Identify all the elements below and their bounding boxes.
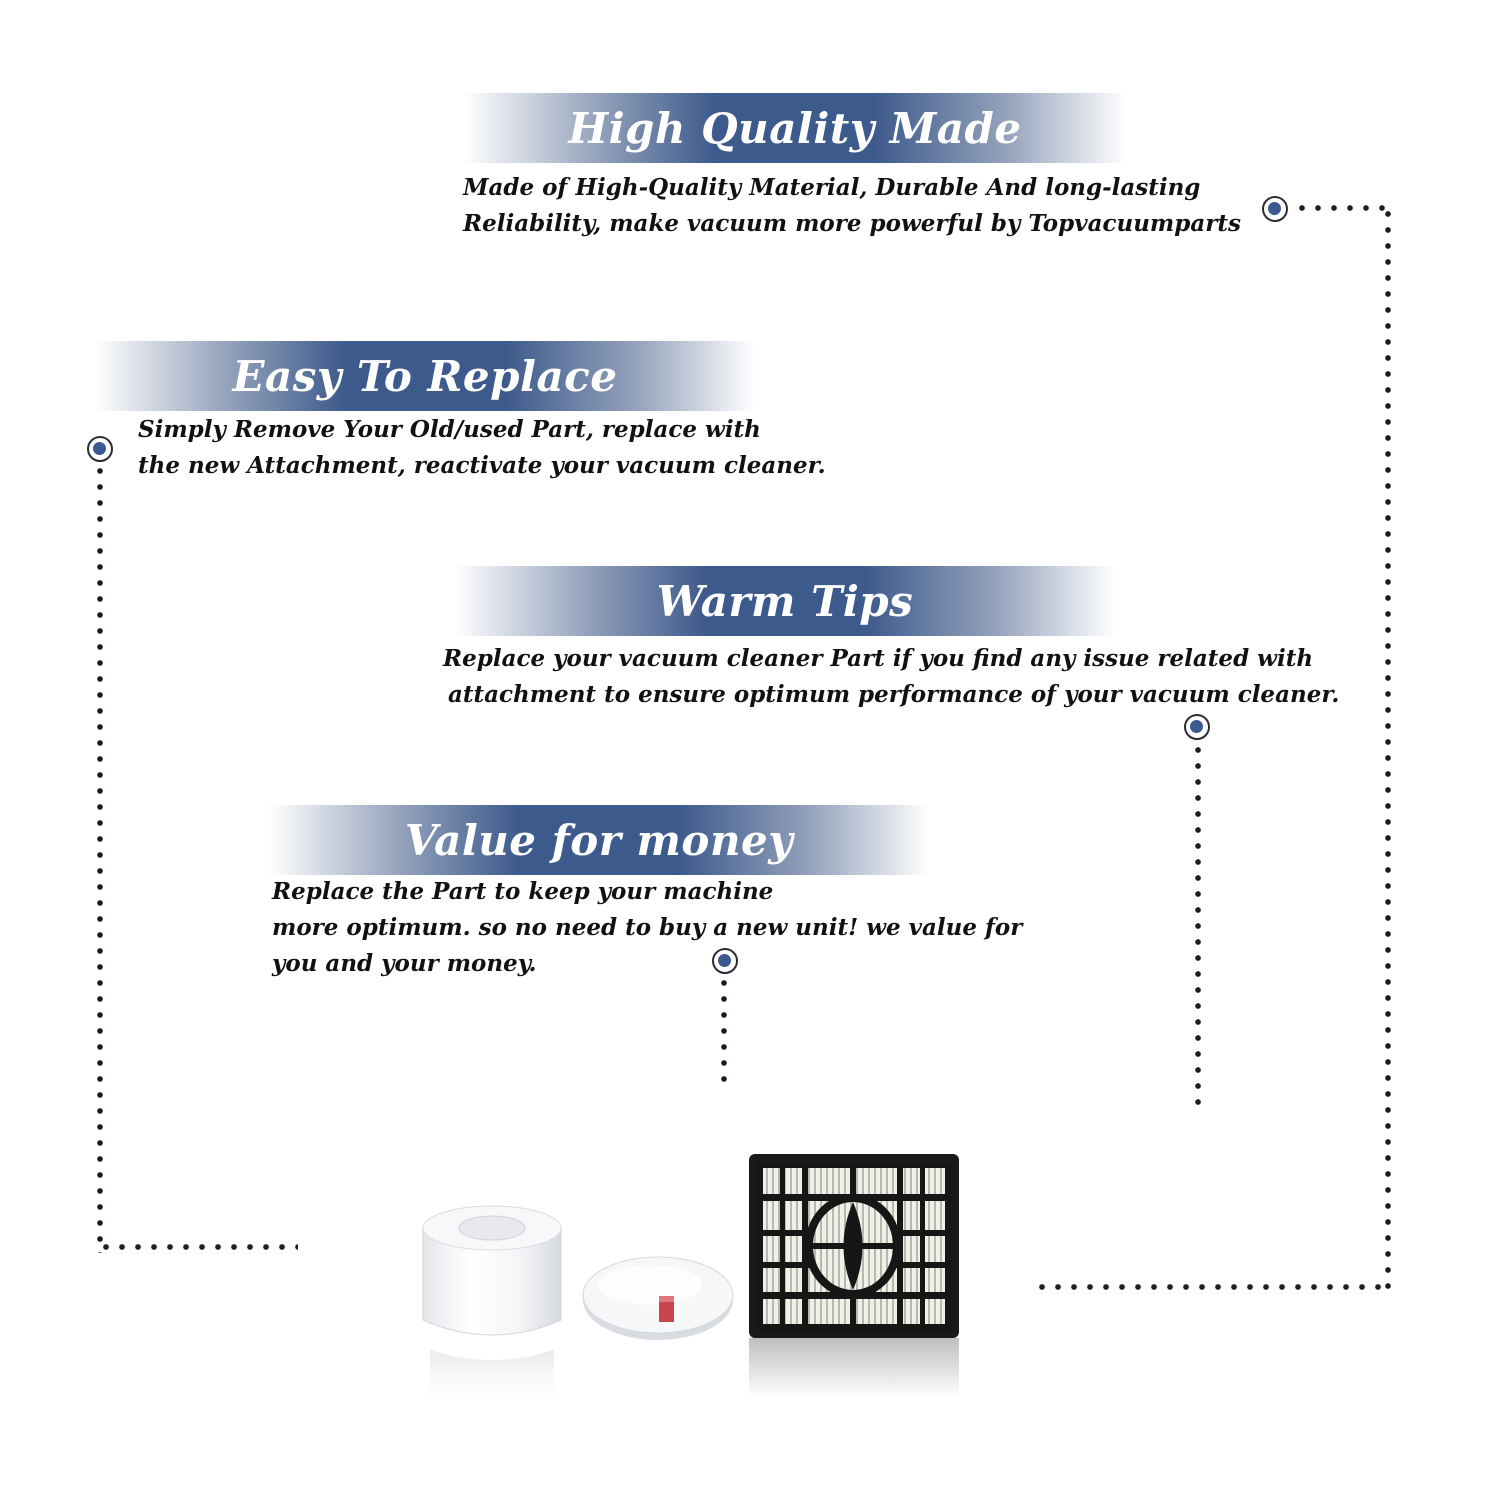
connector-line (98, 1244, 298, 1250)
desc-line: you and your money. (272, 950, 537, 977)
desc-line: Reliability, make vacuum more powerful b… (463, 210, 1241, 237)
foam-cylinder-filter-icon (422, 1205, 562, 1410)
felt-disc-filter-icon (582, 1256, 734, 1340)
section-title-easy-replace: Easy To Replace (232, 351, 618, 401)
connector-line (1385, 206, 1391, 1291)
connector-line (97, 463, 103, 1253)
desc-line: more optimum. so no need to buy a new un… (272, 914, 1023, 941)
connector-marker-icon (1184, 714, 1210, 740)
section-title-value-money: Value for money (404, 815, 794, 865)
connector-line (1294, 205, 1390, 211)
desc-line: Replace your vacuum cleaner Part if you … (443, 645, 1314, 672)
desc-line: Made of High-Quality Material, Durable A… (463, 174, 1201, 201)
section-desc-high-quality: Made of High-Quality Material, Durable A… (463, 170, 1241, 242)
hepa-frame-filter-icon (749, 1154, 959, 1398)
desc-line: Replace the Part to keep your machine (272, 878, 774, 905)
section-title-high-quality: High Quality Made (568, 103, 1022, 153)
connector-line (1034, 1284, 1388, 1290)
connector-marker-icon (1262, 196, 1288, 222)
section-desc-value-money: Replace the Part to keep your machine mo… (272, 874, 1022, 982)
connector-marker-icon (712, 948, 738, 974)
connector-line (721, 975, 727, 1090)
desc-line: attachment to ensure optimum performance… (448, 681, 1340, 708)
section-title-warm-tips: Warm Tips (656, 576, 914, 626)
connector-marker-icon (87, 436, 113, 462)
banner-easy-replace: Easy To Replace (95, 341, 755, 411)
desc-line: Simply Remove Your Old/used Part, replac… (138, 416, 761, 443)
section-desc-easy-replace: Simply Remove Your Old/used Part, replac… (138, 412, 826, 484)
banner-high-quality: High Quality Made (465, 93, 1125, 163)
banner-warm-tips: Warm Tips (455, 566, 1115, 636)
connector-line (1195, 742, 1201, 1107)
banner-value-money: Value for money (268, 805, 930, 875)
desc-line: the new Attachment, reactivate your vacu… (138, 452, 826, 479)
section-desc-warm-tips: Replace your vacuum cleaner Part if you … (443, 641, 1339, 713)
